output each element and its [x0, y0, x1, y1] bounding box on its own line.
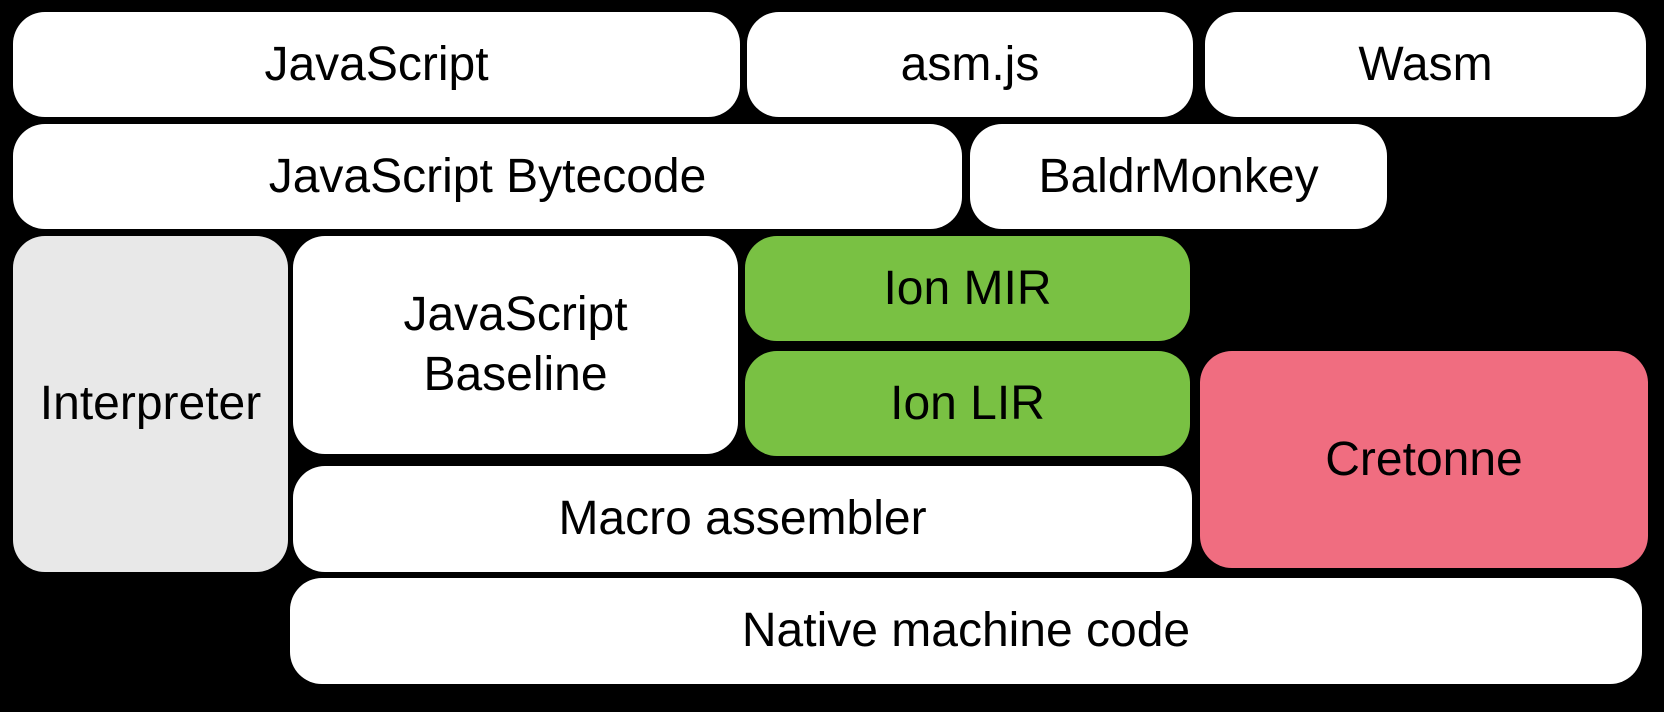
box-javascript-bytecode-label: JavaScript Bytecode — [268, 149, 707, 203]
box-cretonne: Cretonne — [1200, 351, 1648, 568]
box-baldrmonkey: BaldrMonkey — [970, 124, 1387, 229]
box-ion-mir: Ion MIR — [745, 236, 1190, 341]
box-macro-assembler-label: Macro assembler — [558, 492, 927, 545]
box-wasm-label: Wasm — [1358, 37, 1493, 91]
box-ion-lir: Ion LIR — [745, 351, 1190, 456]
box-native-machine-code-label: Native machine code — [741, 604, 1191, 657]
box-javascript-baseline: JavaScript Baseline — [293, 236, 738, 454]
box-macro-assembler: Macro assembler — [293, 466, 1192, 572]
box-asmjs: asm.js — [747, 12, 1193, 117]
box-javascript: JavaScript — [13, 12, 740, 117]
box-javascript-label: JavaScript — [264, 37, 489, 91]
box-asmjs-label: asm.js — [900, 37, 1040, 91]
box-ion-lir-label: Ion LIR — [890, 376, 1045, 430]
box-cretonne-label: Cretonne — [1325, 432, 1523, 486]
box-javascript-baseline-line1: JavaScript — [403, 288, 628, 341]
box-javascript-bytecode: JavaScript Bytecode — [13, 124, 962, 229]
box-native-machine-code: Native machine code — [290, 578, 1642, 684]
box-wasm: Wasm — [1205, 12, 1646, 117]
box-baldrmonkey-label: BaldrMonkey — [1038, 149, 1319, 203]
box-interpreter-label: Interpreter — [39, 377, 262, 430]
box-ion-mir-label: Ion MIR — [883, 261, 1052, 315]
box-javascript-baseline-line2: Baseline — [423, 348, 608, 401]
box-interpreter: Interpreter — [13, 236, 288, 572]
